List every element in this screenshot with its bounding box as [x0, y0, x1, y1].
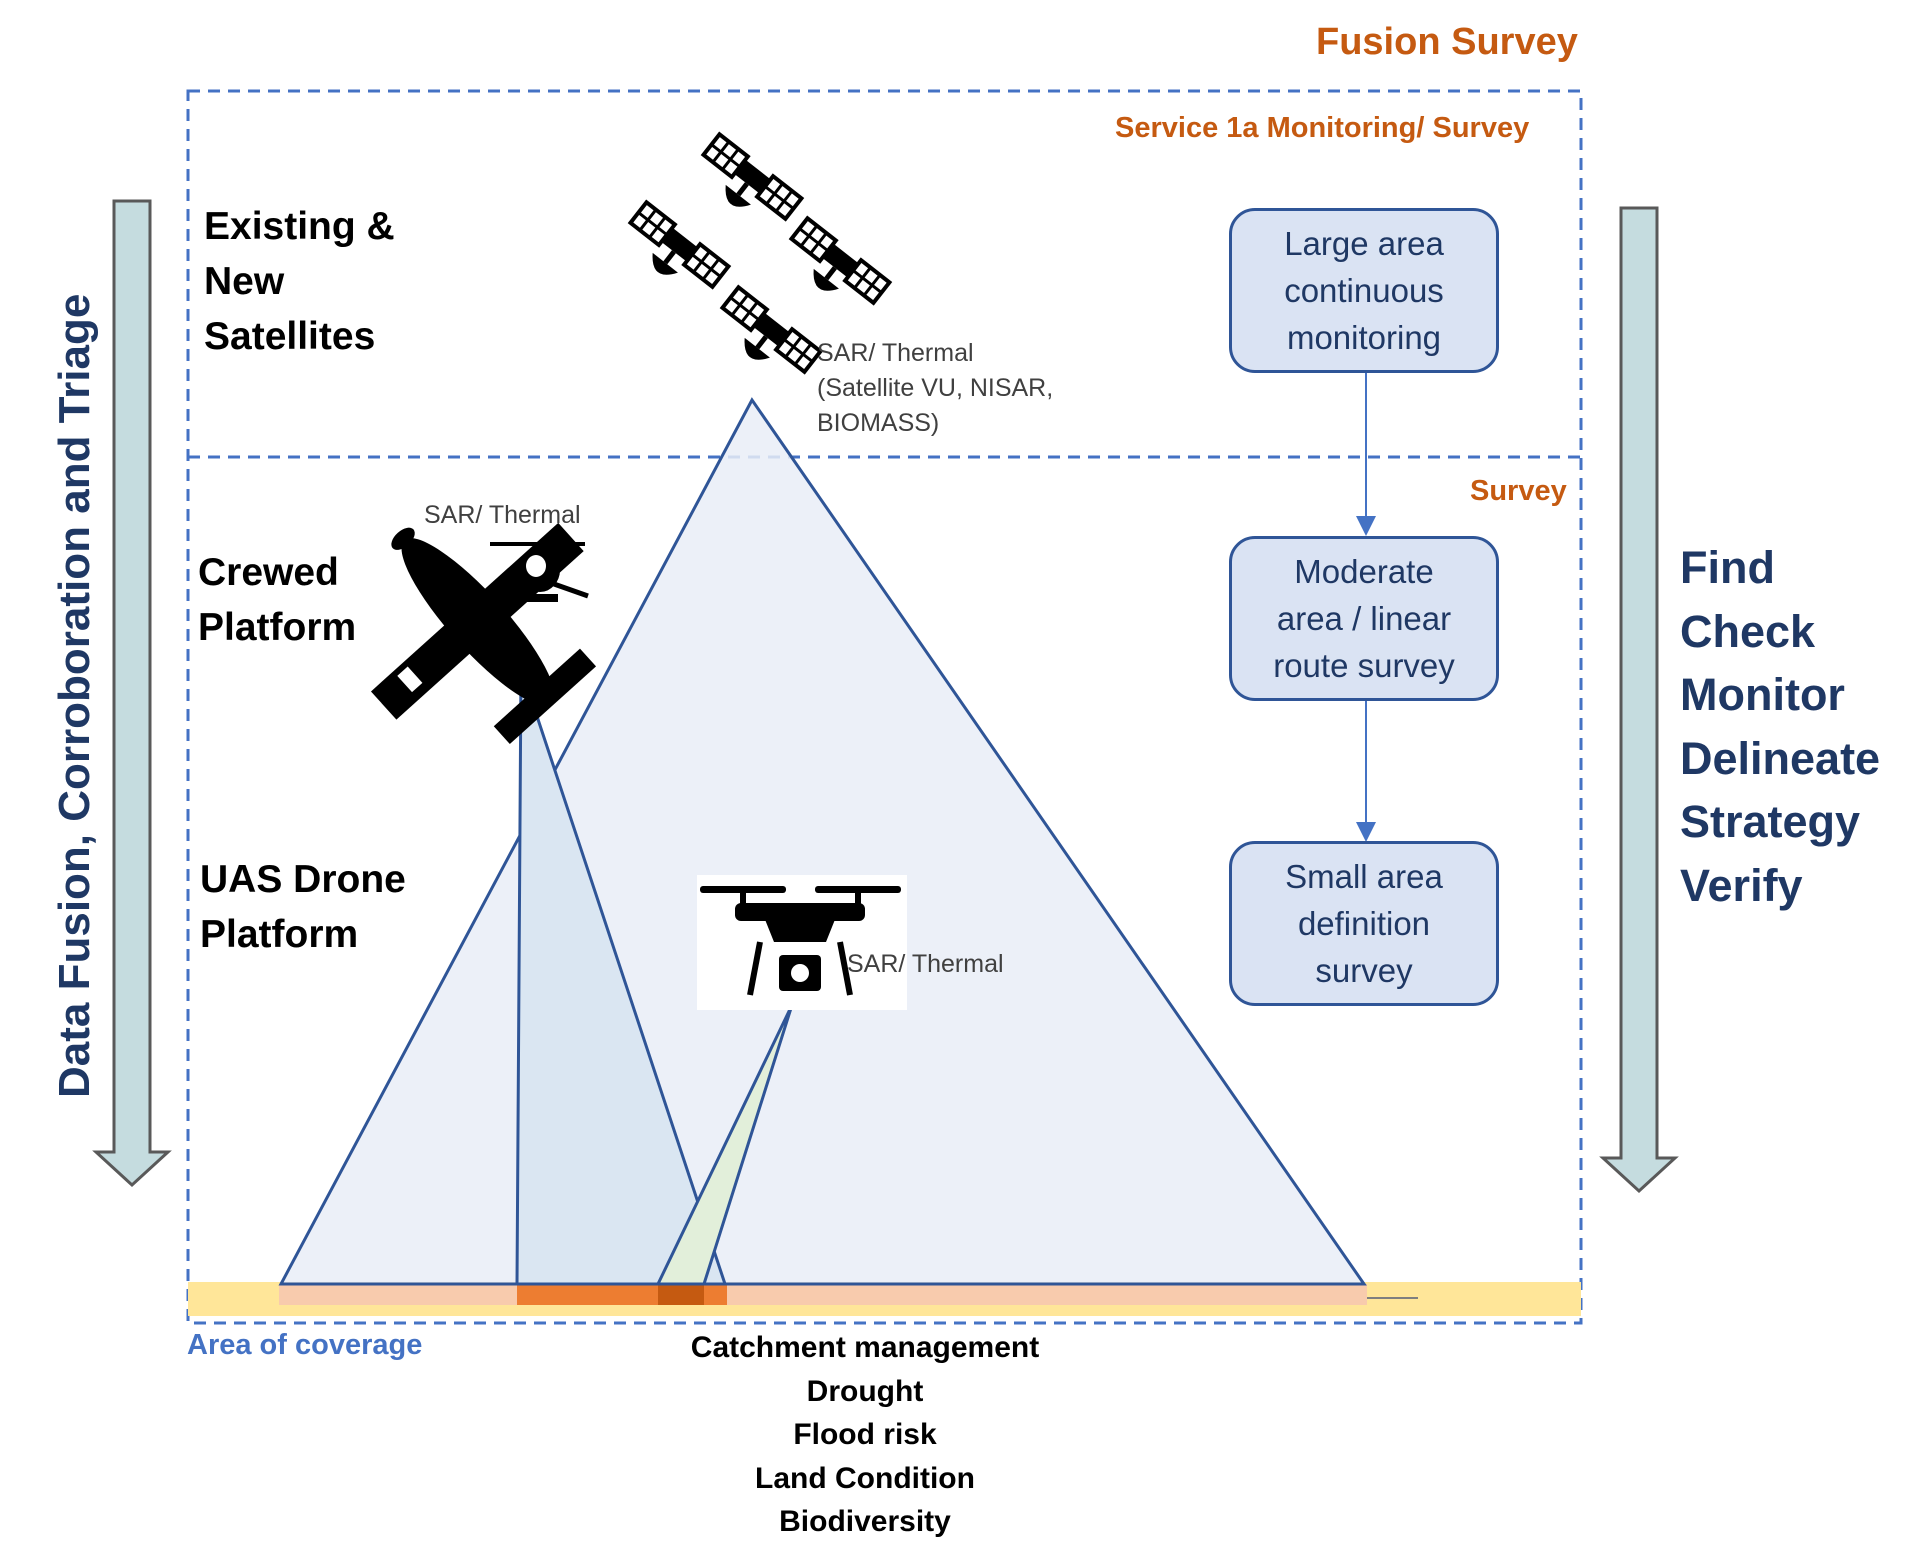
area-of-coverage-label: Area of coverage: [187, 1329, 423, 1361]
service-1a-label: Service 1a Monitoring/ Survey: [1115, 112, 1530, 144]
satellite-icon: [690, 134, 802, 236]
drone-sensor-label: SAR/ Thermal: [847, 950, 1004, 978]
goal-item: Check: [1680, 605, 1816, 657]
coverage-strip: [279, 1284, 1367, 1305]
satellite-icon: [709, 287, 821, 389]
left-down-arrow-icon: [92, 199, 172, 1188]
goal-item: Monitor: [1680, 669, 1845, 720]
helicopter-icon: [490, 542, 589, 602]
satellite-icon: [617, 202, 729, 304]
fusion-survey-boundary: [186, 89, 1583, 1325]
goals-list: Find Check Monitor Delineate Strategy Ve…: [1680, 536, 1880, 917]
data-fusion-label: Data Fusion, Corroboration and Triage: [50, 293, 99, 1098]
drone-coverage-cone: [655, 1004, 794, 1286]
survey-label: Survey: [1470, 475, 1567, 507]
application-item: Catchment management: [690, 1331, 1040, 1364]
application-item: Flood risk: [793, 1418, 937, 1451]
goal-item: Find: [1680, 542, 1775, 593]
goal-item: Verify: [1680, 859, 1803, 911]
flow-box-large-area: Large area continuous monitoring: [1229, 208, 1499, 373]
right-down-arrow-icon: [1599, 206, 1679, 1194]
crewed-coverage-cone: [515, 667, 728, 1286]
crewed-platform-label: Crewed Platform: [198, 551, 357, 649]
goal-item: Delineate: [1680, 732, 1881, 784]
drone-platform-label: UAS Drone Platform: [200, 858, 406, 956]
crewed-sensor-label: SAR/ Thermal: [424, 501, 581, 529]
satellite-icon: [778, 218, 890, 320]
satellites-platform-label: Existing & New Satellites: [204, 205, 395, 358]
goal-item: Strategy: [1680, 796, 1861, 847]
application-item: Drought: [806, 1374, 924, 1408]
drone-coverage-strip: [658, 1284, 704, 1305]
fusion-survey-title: Fusion Survey: [1316, 21, 1578, 63]
flow-box-small-area: Small area definition survey: [1229, 841, 1499, 1006]
drone-icon: [700, 886, 901, 996]
flow-box-moderate-area: Moderate area / linear route survey: [1229, 536, 1499, 701]
application-item: Biodiversity: [779, 1505, 951, 1538]
application-item: Land Condition: [755, 1461, 975, 1495]
applications-list: Catchment management Drought Flood risk …: [660, 1326, 1070, 1544]
satellite-sensor-label: SAR/ Thermal (Satellite VU, NISAR, BIOMA…: [817, 339, 1054, 437]
